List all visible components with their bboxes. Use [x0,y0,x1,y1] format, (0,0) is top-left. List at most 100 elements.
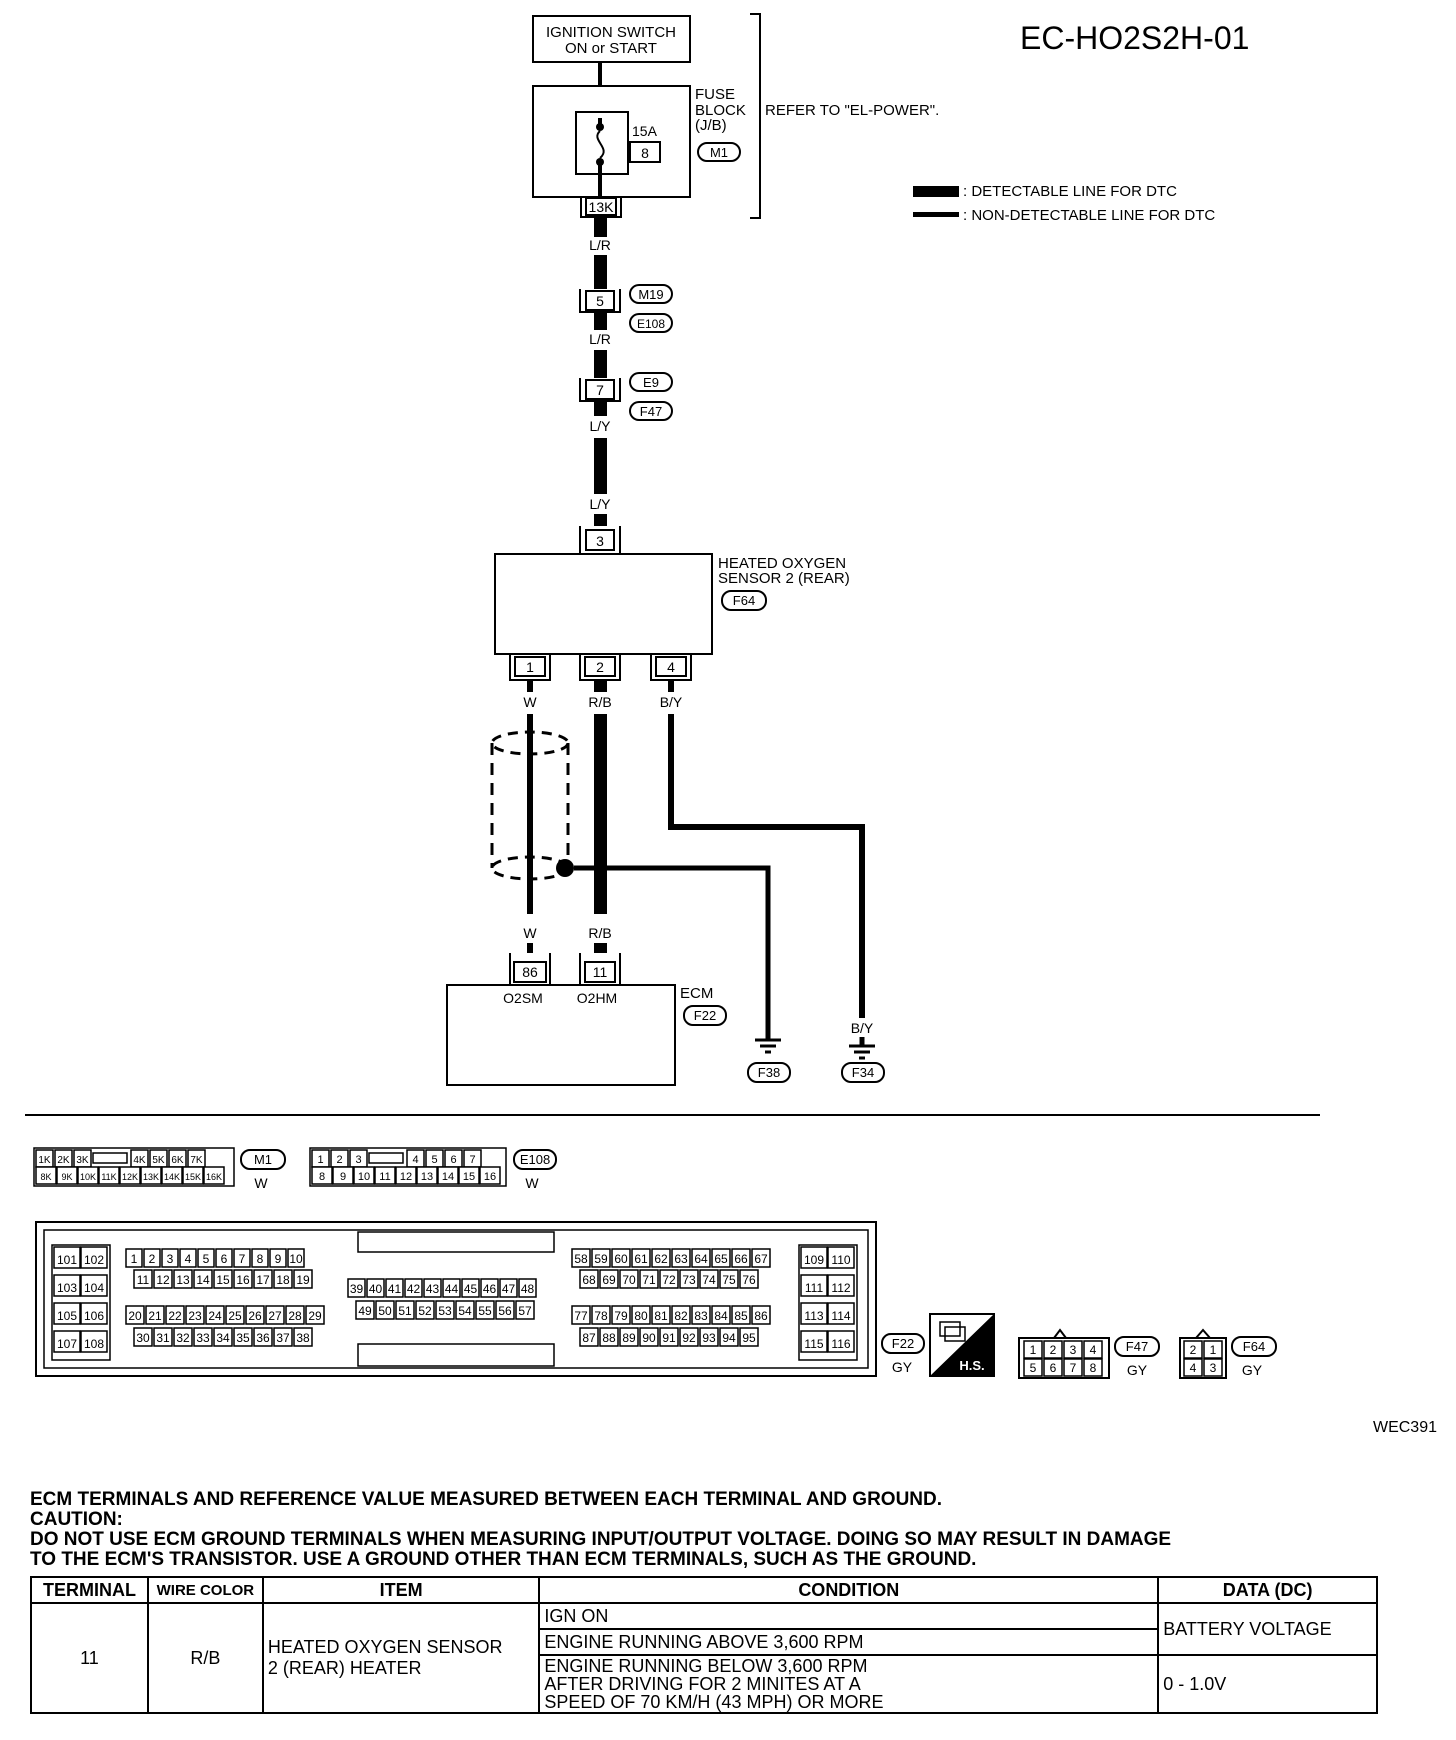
inline-connector-e9-f47: 7 E9 F47 [579,372,673,421]
e108-pin: 3 [355,1154,361,1166]
table-header-row: TERMINAL WIRE COLOR ITEM CONDITION DATA … [30,1576,1378,1604]
ecm-pin: 76 [742,1273,756,1287]
f47-pin: 2 [1050,1343,1057,1357]
ecm-pin: 116 [831,1337,850,1351]
ecm-pin: 29 [308,1309,322,1323]
ecm-pin-cell [827,1330,855,1353]
ecm-pin-cell [518,1278,537,1298]
legend-non-detectable: : NON-DETECTABLE LINE FOR DTC [963,207,1215,224]
m1-key [92,1152,128,1164]
f47-pin: 4 [1090,1343,1097,1357]
ecm-pin-cell [153,1327,173,1347]
e108-pin: 11 [379,1171,390,1183]
ecm-pin-cell [366,1278,385,1298]
ecm-pin-cell [233,1248,251,1268]
ecm-pin: 43 [426,1282,440,1296]
ecm-pin-cell [691,1305,711,1325]
notes-line-4: TO THE ECM'S TRANSISTOR. USE A GROUND OT… [30,1549,977,1570]
ecm-pin-cell [293,1327,313,1347]
m1-pin-cell [119,1166,141,1185]
m1-pin-cell [182,1166,204,1185]
cell-item: HEATED OXYGEN SENSOR 2 (REAR) HEATER [261,1602,541,1714]
ecm-pin: 45 [464,1282,478,1296]
ecm-pin: 88 [602,1331,616,1345]
ecm-pin-cell [651,1248,671,1268]
ecm-pin-cell [423,1278,442,1298]
ecm-pin-cell [251,1248,269,1268]
ecm-pin: 25 [228,1309,242,1323]
ecm-pin-cell [305,1305,325,1325]
header-wire-color: WIRE COLOR [146,1576,264,1604]
ecm-pin-cell [165,1305,185,1325]
inline-connector-1-a: M19 [638,287,663,302]
ground-f38-label: F38 [758,1065,780,1080]
ecm-pin: 50 [378,1304,392,1318]
ecm-pin-cell [215,1248,233,1268]
m1-pin: 6K [171,1155,184,1166]
ecm-pin-cell [739,1327,759,1347]
ecm-conn-outer [35,1221,877,1377]
f47-pin-cell [1083,1340,1103,1359]
ecm-pin-cell [699,1327,719,1347]
ecm-pin: 10 [289,1252,303,1266]
e108-pin-cell [353,1166,375,1185]
cell-data-2: 0 - 1.0V [1157,1654,1378,1714]
e108-pin: 9 [340,1171,346,1183]
ecm-pin: 11 [137,1273,150,1287]
ecm-pin-b-name: O2HM [577,990,617,1006]
m1-pin-cell [98,1166,120,1185]
ecm-pin-cell [659,1327,679,1347]
ecm-pin-cell [80,1330,108,1353]
ecm-pin-cell [245,1305,265,1325]
ecm-pin-cell [193,1269,213,1289]
ecm-pin: 58 [574,1252,588,1266]
m1-pin: 1K [38,1155,51,1166]
ecm-pin: 70 [622,1273,636,1287]
ecm-pin: 5 [203,1252,210,1266]
ecm-pin: 37 [276,1331,290,1345]
f64-pin-cell [1183,1340,1203,1359]
e108-pin: 6 [450,1154,456,1166]
f47-pin-cell [1063,1358,1083,1377]
ecm-pin: 92 [682,1331,696,1345]
m1-pin-cell [203,1166,225,1185]
inline-connector-1-b: E108 [637,317,665,331]
header-condition: CONDITION [538,1576,1160,1604]
ecm-pin: 77 [574,1309,588,1323]
ecm-pin-cell [125,1248,143,1268]
f64-pin: 1 [1210,1343,1217,1357]
ecm-pins: 86 11 [509,953,621,986]
ecm-pin: 1 [131,1252,138,1266]
diagram-code: EC-HO2S2H-01 [1020,20,1249,56]
cell-data-1: BATTERY VOLTAGE [1157,1602,1378,1656]
ecm-pin: 30 [136,1331,150,1345]
ecm-pin-cell [233,1269,253,1289]
e108-pin-cell [437,1166,459,1185]
wire-ly-2: L/Y [589,496,611,512]
hs-icon-label: H.S. [959,1358,984,1373]
f47-pin: 5 [1030,1361,1037,1375]
ecm-pin-cell [442,1278,461,1298]
ecm-conn-id: F22 [892,1336,914,1351]
table-row: ENGINE RUNNING BELOW 3,600 RPM AFTER DRI… [31,1654,1378,1714]
fuse-block: 15A 8 FUSE BLOCK (J/B) M1 [532,85,746,198]
ecm-pin: 81 [654,1309,668,1323]
e108-pin: 1 [317,1154,323,1166]
ecm-pin: 9 [275,1252,282,1266]
f64-key [1195,1328,1211,1339]
e108-pin: 13 [421,1171,433,1183]
ecm-pin: 101 [57,1253,77,1267]
f47-pin: 8 [1090,1361,1097,1375]
ecm-pin: 65 [714,1252,728,1266]
m1-pin-cell [35,1166,57,1185]
ecm-pin-cell [269,1248,287,1268]
m1-pin: 9K [61,1172,72,1182]
ecm-pin: 61 [634,1252,648,1266]
ecm-pin: 54 [458,1304,472,1318]
ecm-pin-cell [571,1305,591,1325]
ecm-pin-cell [571,1248,591,1268]
ecm-pin-cell [225,1305,245,1325]
ecm-pin: 31 [156,1331,170,1345]
ecm-pin: 71 [642,1273,656,1287]
m1-color: W [254,1175,268,1191]
